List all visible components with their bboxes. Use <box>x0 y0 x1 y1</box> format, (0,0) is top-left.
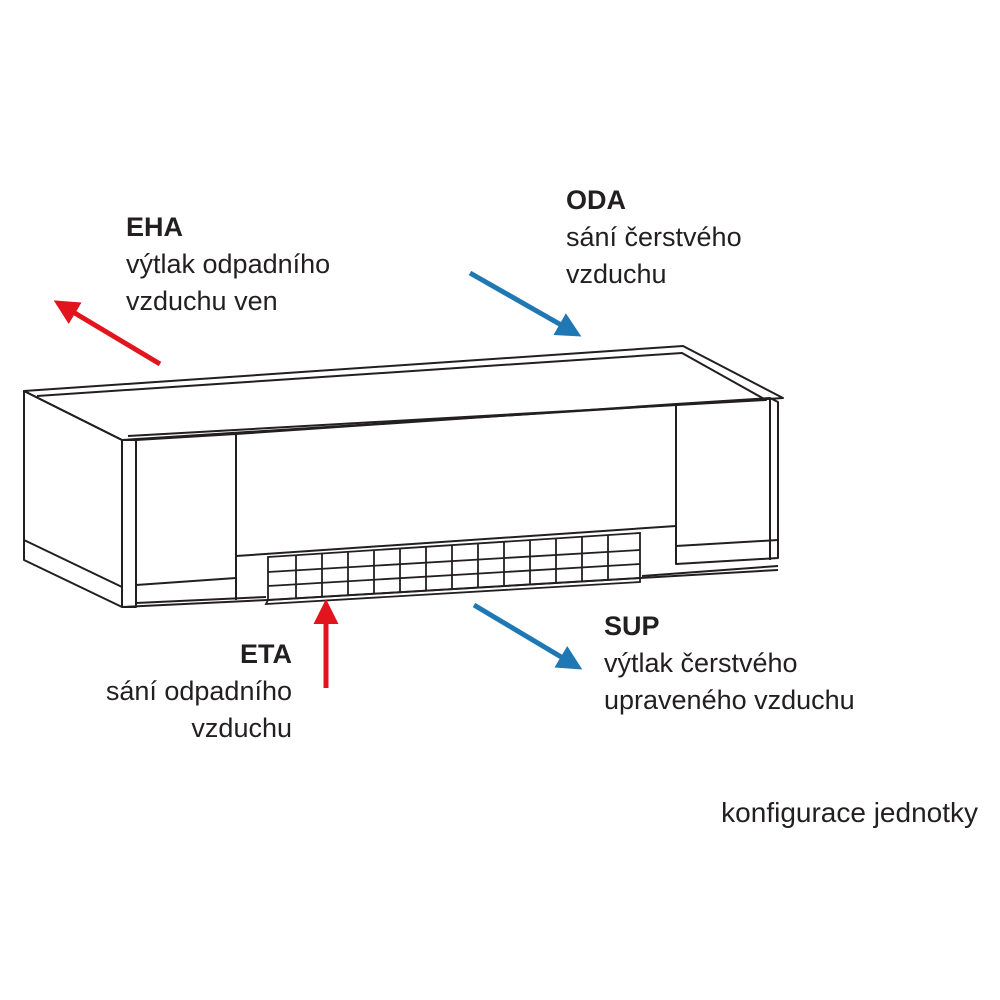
eta-description-line1: sání odpadního <box>105 676 292 706</box>
oda-arrow <box>468 270 582 337</box>
unit-right-end-cap <box>675 397 779 565</box>
eta-description-line2: vzduchu <box>191 713 292 743</box>
sup-code: SUP <box>604 611 660 641</box>
sup-description-line2: upraveného vzduchu <box>604 685 855 715</box>
unit-top-inner-edge <box>36 352 767 437</box>
diagram-caption: konfigurace jednotky <box>721 797 978 828</box>
oda-label: ODA sání čerstvého vzduchu <box>566 182 742 293</box>
eta-code: ETA <box>240 639 292 669</box>
eha-code: EHA <box>126 212 184 242</box>
unit-front-panel <box>235 403 677 557</box>
eha-arrow <box>53 300 162 367</box>
ventilation-unit <box>23 345 784 608</box>
eha-description-line2: vzduchu ven <box>126 286 278 316</box>
oda-code: ODA <box>566 185 626 215</box>
sup-label: SUP výtlak čerstvého upraveného vzduchu <box>604 608 855 719</box>
oda-description-line2: vzduchu <box>566 259 667 289</box>
unit-top-face <box>23 345 784 441</box>
oda-description-line1: sání čerstvého <box>566 222 742 252</box>
intake-grille <box>264 532 641 605</box>
unit-left-end-cap <box>23 390 123 608</box>
sup-arrow <box>472 602 583 670</box>
sup-description-line1: výtlak čerstvého <box>604 648 798 678</box>
eha-description-line1: výtlak odpadního <box>126 249 331 279</box>
eta-label: ETA sání odpadního vzduchu <box>106 636 292 747</box>
eha-label: EHA výtlak odpadního vzduchu ven <box>126 209 330 320</box>
